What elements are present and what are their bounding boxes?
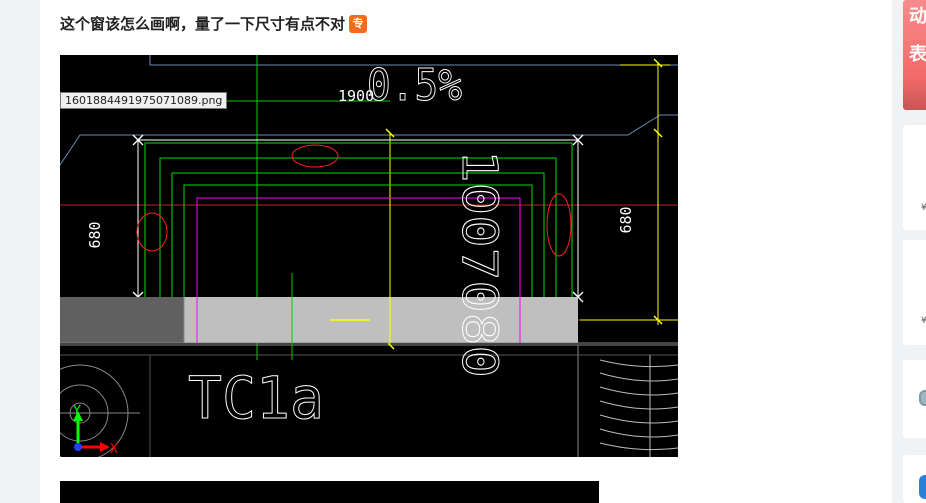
sidebar-card-3[interactable] — [903, 360, 926, 438]
cad-vertical-dimension: 1007080 — [451, 150, 507, 378]
cad-slope-label: 0.5% — [367, 60, 462, 111]
sidebar-ad-banner[interactable]: 动 表 — [903, 0, 926, 110]
cad-axis-x-label: X — [110, 442, 118, 457]
image-filename-tooltip: 1601884491975071089.png — [60, 92, 228, 109]
cad-dim-left: 680 — [86, 221, 104, 248]
cad-axis-y-label: Y — [73, 404, 81, 419]
banner-char-2: 表 — [909, 44, 926, 65]
cad-dim-1900: 1900 — [338, 87, 374, 105]
expert-badge[interactable]: 专 — [349, 14, 368, 33]
avatar — [919, 390, 926, 406]
banner-char-1: 动 — [909, 6, 926, 27]
avatar — [919, 475, 926, 499]
cad-screenshot-image[interactable]: 1900 0.5% 680 680 1007080 TC1a — [60, 55, 678, 457]
sidebar-card-2[interactable]: ¥ — [903, 240, 926, 345]
second-image[interactable] — [60, 481, 599, 503]
post-body: 这个窗该怎么画啊，量了一下尺寸有点不对 专 — [40, 0, 892, 503]
sidebar-card-4[interactable] — [903, 455, 926, 503]
sidebar-card-1[interactable]: ¥ — [903, 125, 926, 230]
card-mini-text: ¥ — [921, 316, 926, 326]
cad-window-tag: TC1a — [188, 364, 324, 432]
card-mini-text: ¥ — [921, 203, 926, 213]
post-title-text: 这个窗该怎么画啊，量了一下尺寸有点不对 — [60, 15, 346, 33]
left-gutter — [0, 0, 40, 503]
post-title: 这个窗该怎么画啊，量了一下尺寸有点不对 专 — [60, 13, 368, 34]
cad-dim-right: 680 — [617, 206, 635, 233]
